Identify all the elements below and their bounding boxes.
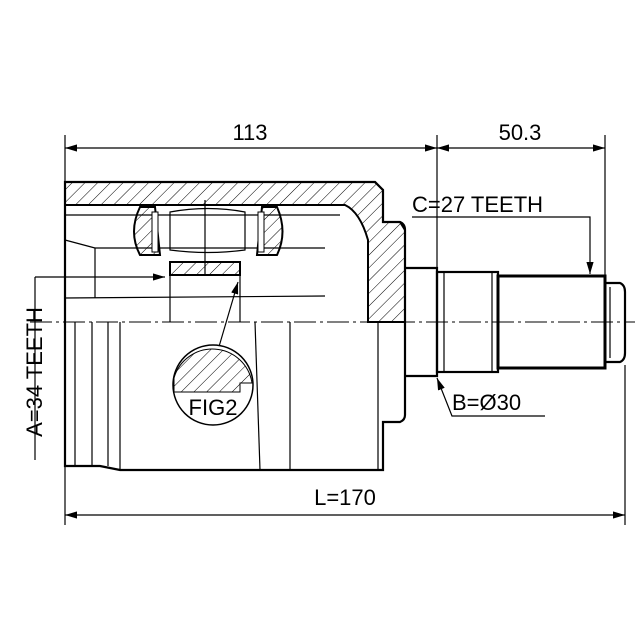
leader-c xyxy=(412,216,594,274)
tripod-roller xyxy=(35,200,284,281)
leader-b xyxy=(436,377,545,417)
dim-50-3-label: 50.3 xyxy=(499,120,542,145)
fig2-detail: FIG2 xyxy=(172,281,254,426)
outer-housing xyxy=(63,180,407,472)
outer-spline-label: C=27 TEETH xyxy=(412,192,543,217)
dim-170-label: L=170 xyxy=(314,485,376,510)
fig2-label: FIG2 xyxy=(189,395,238,420)
shaft-diameter-label: B=Ø30 xyxy=(452,390,521,415)
dim-113-label: 113 xyxy=(232,120,267,145)
